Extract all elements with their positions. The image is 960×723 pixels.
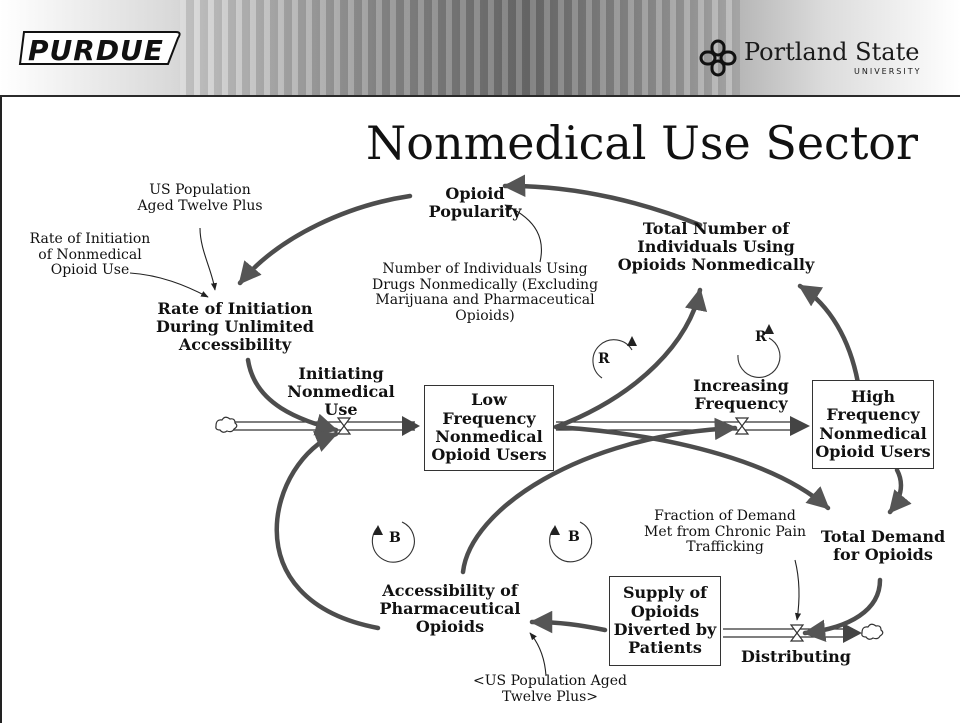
loop-circle-r1 bbox=[592, 339, 633, 379]
var-total-demand: Total Demand for Opioids bbox=[820, 527, 946, 564]
link-supply-to-accessibility bbox=[529, 610, 608, 634]
param-us-population-shadow: <US Population Aged Twelve Plus> bbox=[473, 673, 627, 705]
stock-supply-label: Supply of Opioids Diverted by Patients bbox=[613, 583, 717, 658]
param-rate-of-initiation: Rate of Initiation of Nonmedical Opioid … bbox=[29, 231, 151, 279]
flow-arrowheads bbox=[402, 416, 862, 643]
stock-high-label: High Frequency Nonmedical Opioid Users bbox=[815, 386, 931, 461]
link-uspop-to-rate bbox=[199, 227, 218, 291]
link-high-to-total bbox=[797, 283, 861, 386]
link-low-to-demand bbox=[553, 424, 831, 511]
purdue-logo-shape bbox=[18, 31, 181, 65]
link-high-to-demand bbox=[887, 467, 912, 515]
param-fraction-of-demand: Fraction of Demand Met from Chronic Pain… bbox=[644, 508, 806, 556]
loop-label-b1: B bbox=[389, 530, 401, 546]
loop-label-r2: R bbox=[755, 329, 767, 345]
left-border bbox=[0, 97, 2, 723]
flow-valves bbox=[336, 417, 805, 642]
psu-logo-sub: UNIVERSITY bbox=[854, 67, 922, 76]
loop-label-r1: R bbox=[598, 351, 610, 367]
var-opioid-popularity: Opioid Popularity bbox=[428, 184, 522, 221]
stock-high-frequency-users: High Frequency Nonmedical Opioid Users bbox=[812, 380, 934, 469]
link-total-to-popularity bbox=[502, 174, 703, 228]
var-accessibility: Accessibility of Pharmaceutical Opioids bbox=[379, 581, 521, 636]
psu-logo-name: Portland State bbox=[744, 38, 920, 66]
var-rate-initiation-unlimited: Rate of Initiation During Unlimited Acce… bbox=[156, 299, 314, 354]
flow-increasing-label: Increasing Frequency bbox=[693, 376, 789, 413]
slide-title: Nonmedical Use Sector bbox=[366, 116, 918, 170]
psu-logo-icon bbox=[699, 39, 737, 77]
stock-supply-diverted: Supply of Opioids Diverted by Patients bbox=[609, 576, 721, 666]
link-rateinit-to-rate bbox=[129, 272, 209, 298]
flow-distributing-label: Distributing bbox=[741, 647, 851, 666]
link-accessibility-to-initiating bbox=[274, 430, 381, 631]
param-us-population: US Population Aged Twelve Plus bbox=[137, 182, 263, 214]
link-drugs-to-popularity bbox=[504, 204, 542, 263]
link-fraction-to-distributing bbox=[794, 559, 802, 621]
flow-initiating-label: Initiating Nonmedical Use bbox=[287, 364, 395, 419]
param-drugs-nonmedically: Number of Individuals Using Drugs Nonmed… bbox=[371, 261, 599, 325]
link-popularity-to-rate bbox=[237, 193, 413, 286]
stock-low-frequency-users: Low Frequency Nonmedical Opioid Users bbox=[424, 385, 554, 471]
link-demand-to-distributing bbox=[802, 577, 883, 642]
loop-circle-r2 bbox=[737, 337, 781, 378]
purdue-logo: PURDUE bbox=[28, 34, 164, 67]
header-banner bbox=[0, 0, 960, 95]
header-divider bbox=[0, 95, 960, 97]
source-cloud bbox=[215, 416, 238, 433]
loop-label-b2: B bbox=[568, 529, 580, 545]
link-uspop-shadow-to-accessibility bbox=[529, 632, 547, 677]
link-low-to-total bbox=[553, 287, 708, 430]
link-rate-to-initiating bbox=[245, 357, 339, 436]
link-accessibility-to-increasing bbox=[460, 417, 738, 575]
loop-circle-b2 bbox=[549, 521, 593, 563]
var-total-individuals: Total Number of Individuals Using Opioid… bbox=[617, 219, 815, 274]
stock-low-label: Low Frequency Nonmedical Opioid Users bbox=[431, 390, 547, 465]
loop-circle-b1 bbox=[371, 521, 415, 563]
sink-cloud bbox=[861, 623, 884, 640]
